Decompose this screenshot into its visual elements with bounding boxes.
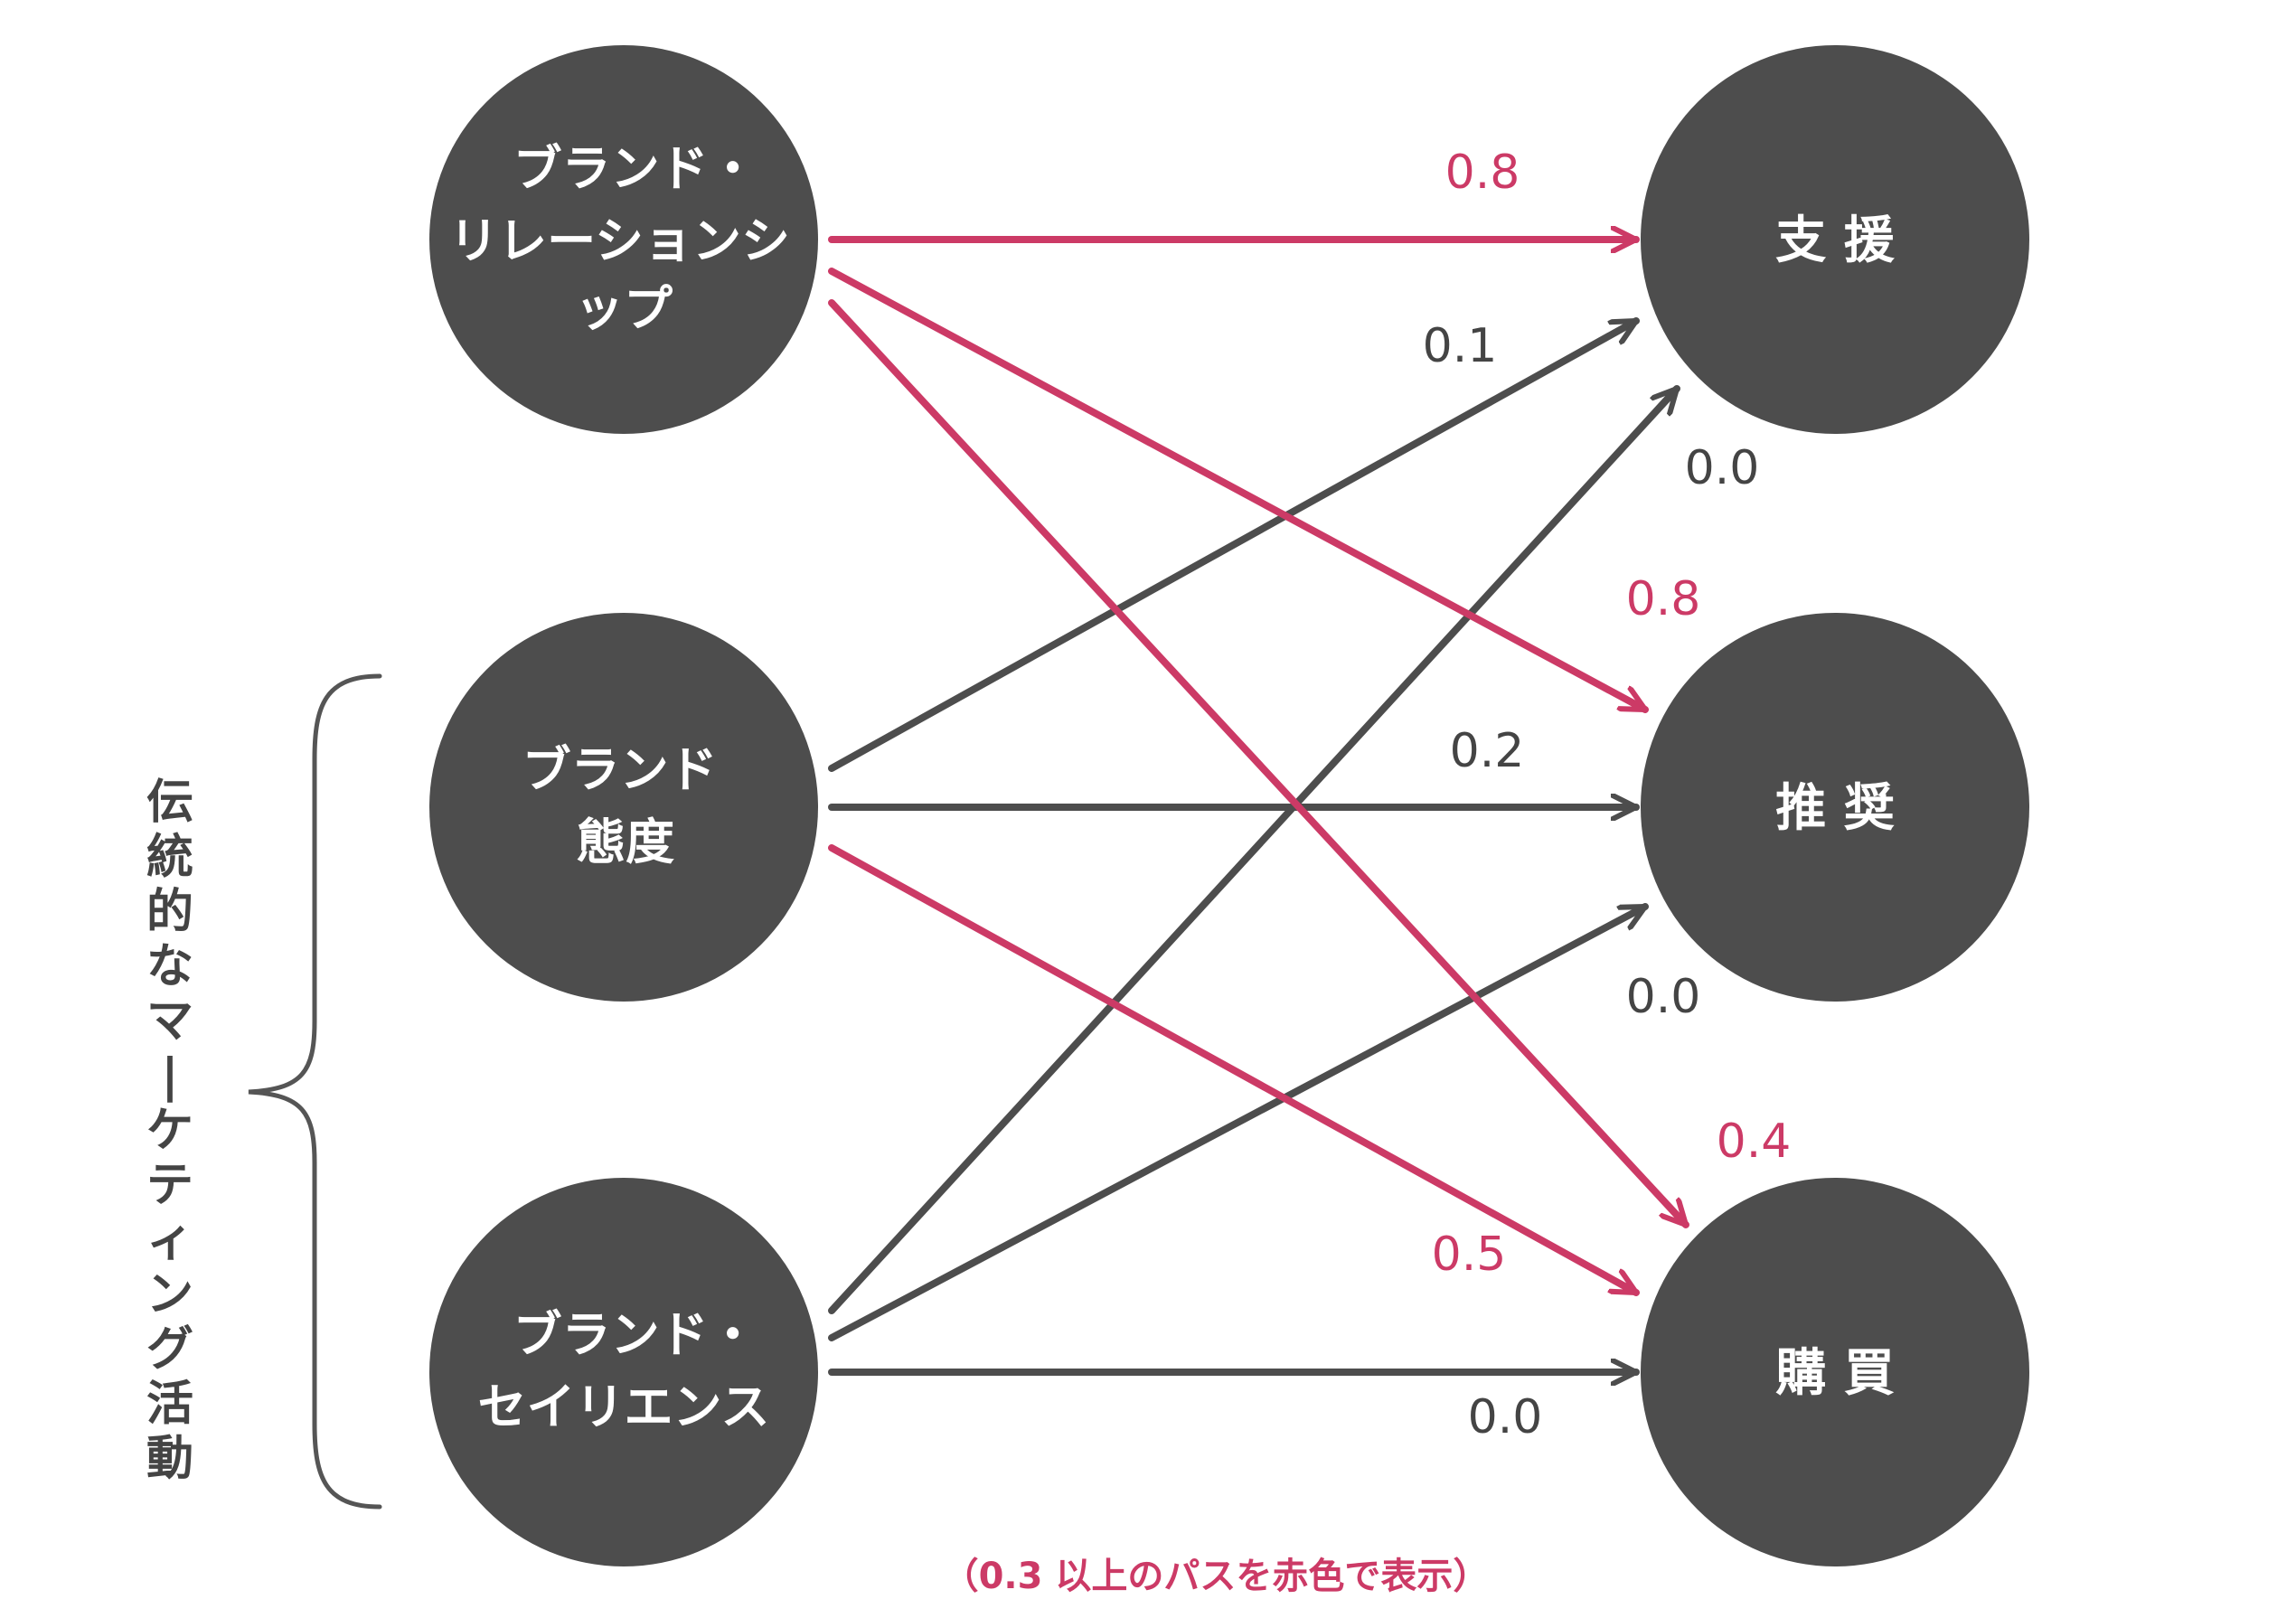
node-brand-relationship-circle <box>429 45 818 434</box>
node-recommend-label: 推 奨 <box>1775 779 1895 838</box>
node-support-label: 支 援 <box>1775 212 1895 270</box>
path-arrow-brand-attitude-to-purchase <box>828 844 1640 1296</box>
node-brand-attitude-circle <box>429 613 818 1002</box>
path-weight-label: 0.0 <box>1685 441 1760 495</box>
side-label-traditional-marketing: 伝統的なマ|ケティング活動 <box>146 776 193 1486</box>
node-recommend-circle <box>1641 613 2029 1002</box>
path-weight-label: 0.4 <box>1717 1115 1792 1169</box>
path-arrow-brand-salience-to-support <box>828 385 1680 1314</box>
path-weight-label: 0.8 <box>1626 572 1701 626</box>
node-support: 支 援 <box>1641 45 2029 434</box>
path-arrow-brand-attitude-to-support <box>828 317 1640 772</box>
path-arrow-brand-salience-to-recommend <box>828 903 1649 1341</box>
path-weight-label: 0.2 <box>1450 724 1525 778</box>
node-purchase-label: 購 買 <box>1775 1344 1895 1403</box>
node-brand-relationship: ブランド・ リレーションシ ップ <box>429 45 818 434</box>
path-weight-label: 0.0 <box>1468 1390 1543 1444</box>
node-brand-salience-label: ブランド・ セイリエンス <box>478 1306 775 1435</box>
node-brand-attitude-label: ブランド 態度 <box>522 741 735 870</box>
node-label-line: 態度 <box>577 814 674 870</box>
path-arrow-brand-relationship-to-purchase <box>828 299 1689 1228</box>
path-weight-label: 0.0 <box>1626 970 1701 1024</box>
node-label-line: ブランド <box>522 741 718 798</box>
node-recommend: 推 奨 <box>1641 613 2029 1002</box>
node-label-line: リレーションシ <box>449 212 790 269</box>
curly-bracket <box>248 673 382 1510</box>
node-brand-attitude: ブランド 態度 <box>429 613 818 1002</box>
highlight-note: （0.3 以上のパスを赤色で表示） <box>943 1556 1490 1597</box>
node-purchase-circle <box>1641 1178 2029 1566</box>
node-brand-salience: ブランド・ セイリエンス <box>429 1178 818 1566</box>
node-label-line: ップ <box>575 280 673 337</box>
path-weight-label: 0.1 <box>1423 319 1498 373</box>
node-label-line: セイリエンス <box>478 1378 770 1435</box>
node-brand-relationship-label: ブランド・ リレーションシ ップ <box>449 140 807 337</box>
path-weight-label: 0.8 <box>1445 146 1520 200</box>
node-label-line: ブランド・ <box>513 1306 757 1363</box>
side-label-text: 伝統的なマ|ケティング活動 <box>146 776 193 1486</box>
path-arrow-brand-relationship-to-recommend <box>828 268 1649 713</box>
path-weight-label: 0.5 <box>1432 1228 1507 1282</box>
node-support-circle <box>1641 45 2029 434</box>
node-purchase: 購 買 <box>1641 1178 2029 1566</box>
node-label-line: ブランド・ <box>513 140 757 197</box>
node-brand-salience-circle <box>429 1178 818 1566</box>
